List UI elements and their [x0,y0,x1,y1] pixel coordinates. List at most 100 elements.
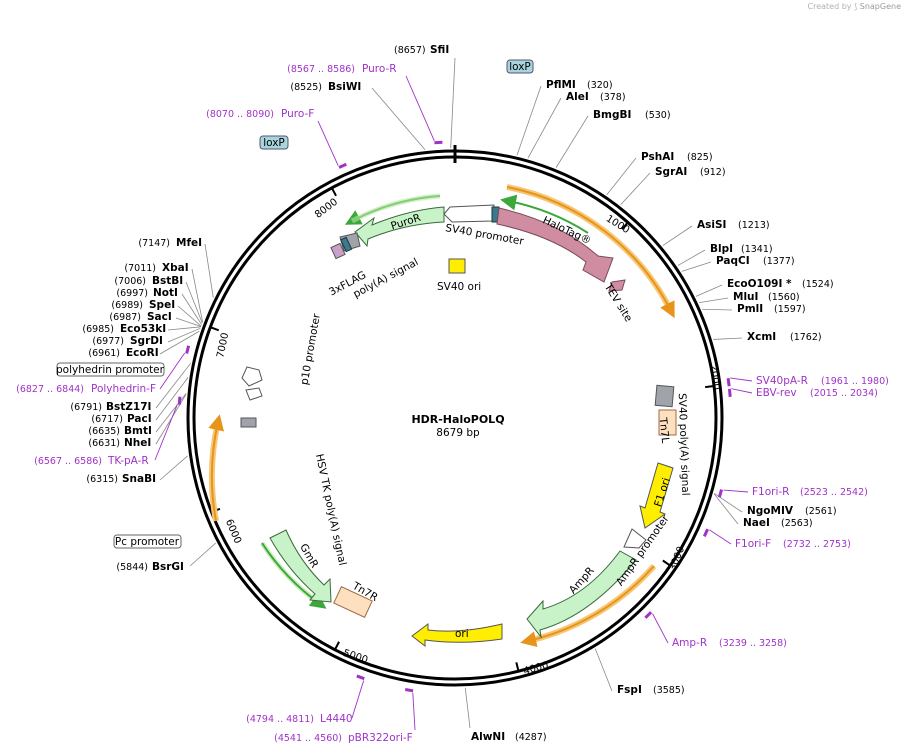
site-pos-mlui: (1560) [768,292,800,303]
orf-halotag-line [506,186,675,319]
leader-ecoo109i [695,284,723,297]
primer-mark-f1ori-f [702,528,710,537]
site-pos-fspi: (3585) [653,685,685,696]
ampr-promoter-arrow [623,528,647,549]
site-mlui: MluI [733,291,758,303]
site-pos-pmli: (1597) [774,304,806,315]
orf-p10-line [208,414,225,522]
primer-tk-pa-r: TK-pA-R [107,455,149,467]
site-pos-paqci: (1377) [763,256,795,267]
primer-leader-amp-r [652,613,669,644]
primer-pbr322ori-f: pBR322ori-F [348,732,413,744]
site-alei: AleI [566,91,589,103]
site-fspi: FspI [617,684,642,696]
orf-puror-arc [350,193,441,224]
primer-labels: (8567 .. 8586) Puro-R (8070 .. 8090) Pur… [16,63,889,744]
tick-label-3000: 3000 [667,545,687,573]
site-ecori: EcoRI [126,347,159,359]
restriction-sites-left: (5844) BsrGI (6315) SnaBI (6631) NheI (6… [70,81,361,573]
site-noti: NotI [153,287,178,299]
leader-sgrdi [167,327,201,343]
leader-xbai [191,268,204,323]
site-pos-bstbi: (7006) [114,276,146,287]
label-sv40-polya: SV40 poly(A) signal [676,393,692,496]
loxp-left-label: loxP [263,137,285,149]
site-pos-bmgbi: (530) [645,110,671,121]
tick-mark-8000 [330,186,337,197]
tick-mark-2000 [704,384,716,389]
label-tn7l: Tn7L [656,416,671,444]
gmr-arrow [269,529,332,603]
primer-leader-f1ori-f [709,529,732,545]
primer-f1ori-f: F1ori-F [735,538,771,550]
primer-puro-r: Puro-R [362,63,397,75]
leader-spei [177,305,202,327]
primer-leader-sv40pa-r [730,377,753,382]
label-hsv-tk-polya: HSV TK poly(A) signal [313,453,348,567]
primer-leader-tk-pa-r [154,404,178,461]
site-bsrgi: BsrGI [152,561,184,573]
boxed-labels: loxP loxP polyhedrin promoter Pc promote… [56,59,534,549]
site-pos-bsrgi: (5844) [116,562,148,573]
primer-leader-pbr322ori-f [412,692,416,731]
primer-leader-ebv-rev [731,388,753,394]
orf-ampr-line [520,565,655,647]
primer-mark-polyhedrin-f [185,345,191,354]
leader-ecori [159,330,200,355]
site-pos-eco53ki: (6985) [82,324,114,335]
tn7r-box [333,585,373,619]
pc-promoter-label: Pc promoter [115,536,180,548]
site-bsiwi: BsiWI [328,81,361,93]
restriction-sites: (8657) SfiI PflMI (320) AleI (378) BmgBI… [394,44,837,743]
site-pos-paci: (6717) [91,414,123,425]
leader-naei [713,493,739,525]
primer-sv40pa-r: SV40pA-R [756,375,808,387]
leader-sgrai [620,172,651,206]
site-pos-alwni: (4287) [515,732,547,743]
snapgene-logo-icon: ⟆ [854,2,858,11]
leader-lines [155,57,743,729]
orf-halotag-green [500,194,589,234]
primer-pos-f1ori-r: (2523 .. 2542) [800,487,868,498]
primer-polyhedrin-f: Polyhedrin-F [91,383,156,395]
site-pos-saci: (6987) [109,312,141,323]
site-xcmi: XcmI [747,331,776,343]
site-naei: NaeI [743,517,770,529]
site-pos-pshai: (825) [687,152,713,163]
site-asisi: AsiSI [697,219,726,231]
site-ecoo109i: EcoO109I * [727,278,792,290]
leader-pmli [702,308,733,311]
leader-bsiwi [371,87,426,150]
primer-mark-amp-r [644,611,653,619]
leader-sfii [450,57,456,149]
primer-pos-amp-r: (3239 .. 3258) [719,638,787,649]
ori-arrow [411,623,503,648]
leader-pflmi [516,85,542,156]
label-sv40-ori: SV40 ori [437,281,481,293]
plasmid-name: HDR-HaloPOLQ [411,413,504,426]
hsv-tk-polya-box [240,417,257,428]
primer-mark-pbr322ori-f [404,687,414,693]
site-pos-naei: (2563) [781,518,813,529]
leader-blpi [677,249,706,266]
site-pos-sgrdi: (6977) [92,336,124,347]
label-ori: ori [455,628,469,640]
site-sfii: SfiI [430,44,449,56]
leader-saci [175,317,202,327]
primer-pos-l4440: (4794 .. 4811) [246,714,314,725]
sv40-promoter-arrow [443,204,495,223]
primer-mark-f1ori-r [717,489,724,498]
label-p10-promoter: p10 promoter [299,312,323,386]
leader-eco53ki [167,326,201,331]
primer-leader-l4440 [351,680,365,719]
primer-ebv-rev: EBV-rev [756,387,797,399]
primer-mark-ebv-rev [727,388,732,398]
loxp-left-marker [340,236,353,253]
site-paqci: PaqCI [716,255,750,267]
site-pos-sgrai: (912) [700,167,726,178]
site-sgrai: SgrAI [655,166,687,178]
site-pos-bmti: (6635) [88,426,120,437]
primer-pos-sv40pa-r: (1961 .. 1980) [821,376,889,387]
primer-mark-puro-f [338,162,347,169]
primer-mark-l4440 [356,674,365,681]
